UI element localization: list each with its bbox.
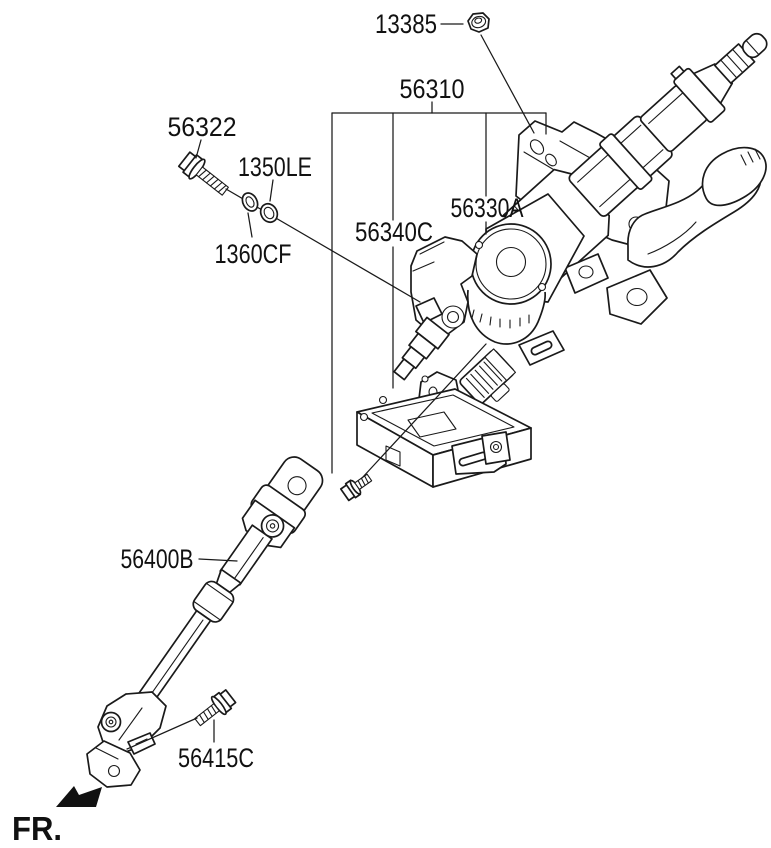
part-label-56310[interactable]: 56310 <box>400 74 465 104</box>
actuator-housing <box>393 236 478 381</box>
fr-direction-marker: FR. <box>12 786 102 847</box>
tilt-lever <box>627 146 767 268</box>
washer-leader-line <box>225 188 421 303</box>
lower-yoke <box>86 691 167 788</box>
motor-assembly-drawing <box>466 193 585 345</box>
steering-column-assembly-drawing <box>393 32 768 405</box>
part-label-56340C[interactable]: 56340C <box>355 217 433 247</box>
ecu-drawing <box>356 371 532 488</box>
part-label-13385[interactable]: 13385 <box>375 9 437 39</box>
part-label-1360CF[interactable]: 1360CF <box>215 239 292 269</box>
part-label-56322[interactable]: 56322 <box>168 112 237 142</box>
upper-bolt-drawing <box>177 151 229 196</box>
part-label-1350LE[interactable]: 1350LE <box>238 152 312 182</box>
ecu-bolt-drawing <box>339 473 373 502</box>
label-leader-lines <box>126 23 547 750</box>
fr-label: FR. <box>12 810 62 847</box>
washer-1360cf-drawing <box>241 192 259 212</box>
part-label-56415C[interactable]: 56415C <box>178 743 254 773</box>
lower-bolt-drawing <box>194 689 237 727</box>
column-side-brackets <box>518 253 668 366</box>
part-label-56330A[interactable]: 56330A <box>451 193 524 223</box>
fr-arrow-icon <box>56 786 102 807</box>
intermediate-shaft-drawing <box>86 456 324 788</box>
part-label-56400B[interactable]: 56400B <box>121 544 194 574</box>
connector-block <box>459 348 517 405</box>
washer-1350le-drawing <box>259 202 279 224</box>
nut-drawing <box>467 12 490 33</box>
